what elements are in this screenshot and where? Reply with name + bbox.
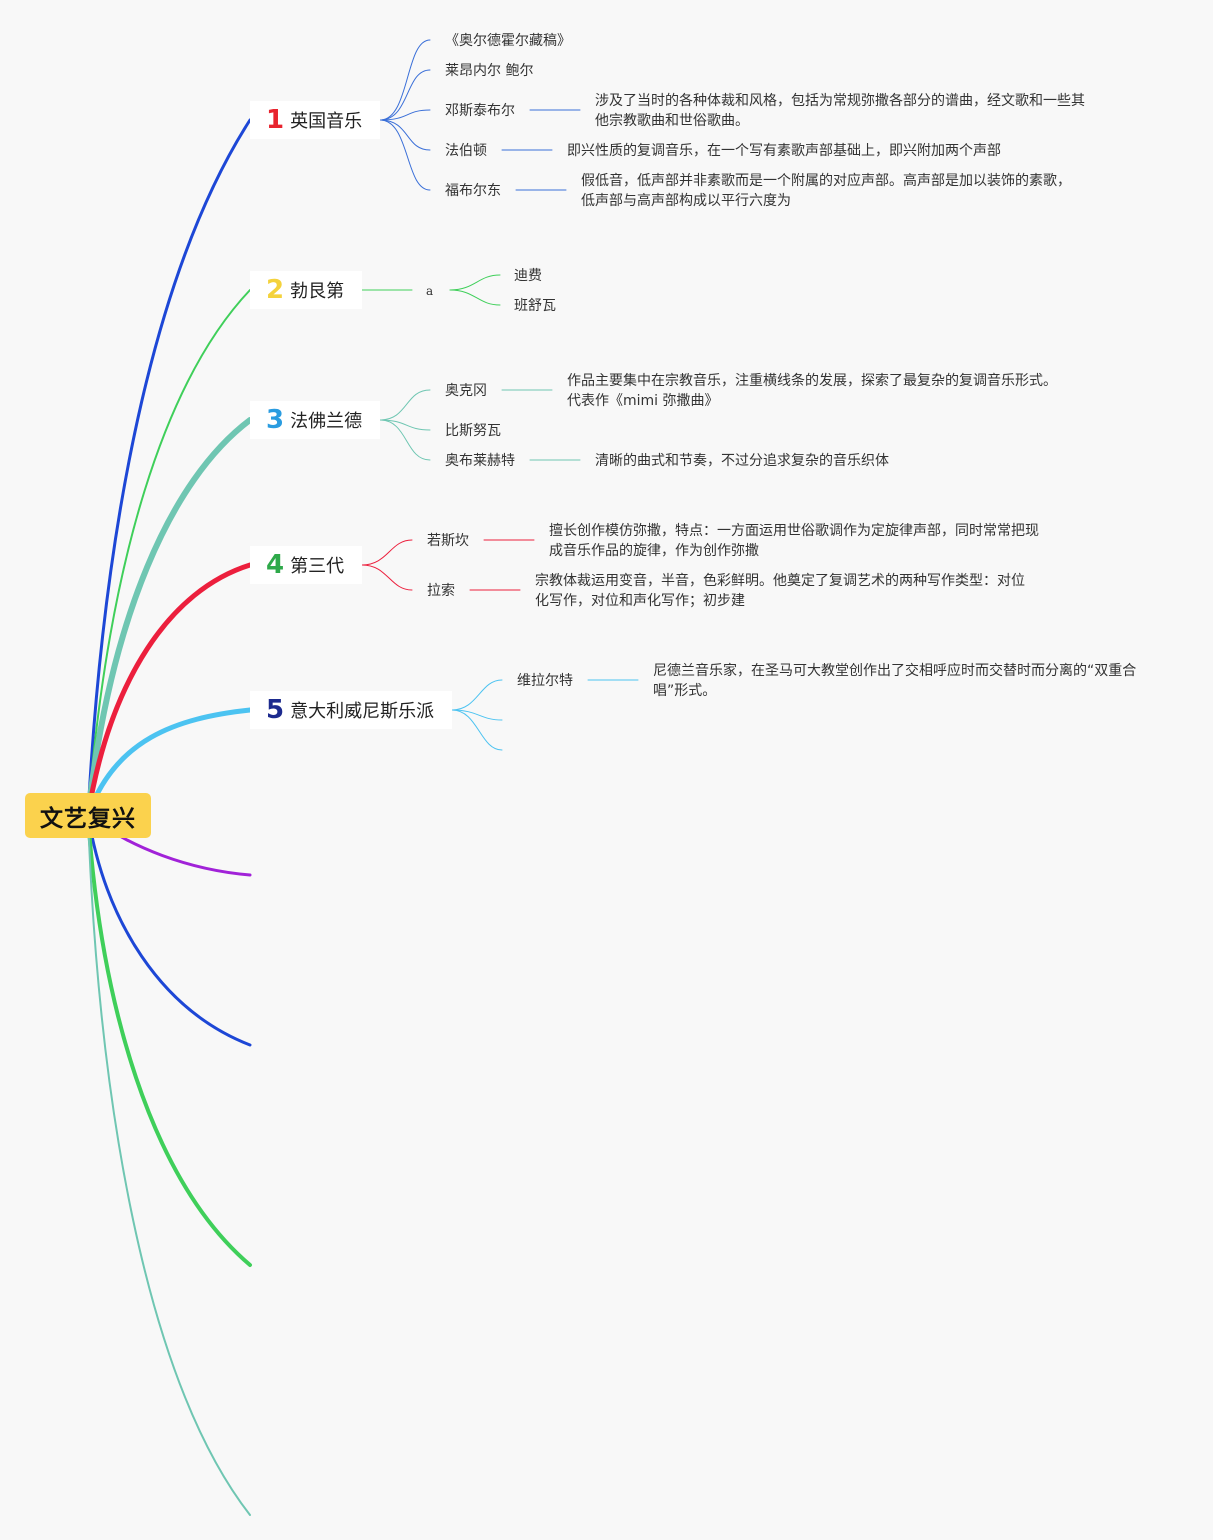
- leaf-node[interactable]: 奥克冈: [445, 383, 487, 399]
- leaf-node[interactable]: 迪费: [514, 268, 542, 284]
- connector-root-branch4: [85, 562, 253, 818]
- connector-root-branch8: [86, 813, 252, 1267]
- branch-node-2[interactable]: 2 勃艮第: [250, 271, 362, 309]
- connector-root-branch9: [87, 814, 251, 1516]
- branch-number-2: 2: [266, 275, 285, 305]
- branch-number-5: 5: [266, 695, 285, 725]
- detail-note[interactable]: 即兴性质的复调音乐，在一个写有素歌声部基础上，即兴附加两个声部: [567, 143, 1001, 159]
- branch-label-4: 第三代: [290, 556, 345, 577]
- connector-root-branch5: [85, 707, 253, 818]
- detail-note[interactable]: 擅长创作模仿弥撒，特点：一方面运用世俗歌调作为定旋律声部，同时常常把现成音乐作品…: [549, 523, 1039, 559]
- detail-note[interactable]: 宗教体裁运用变音，半音，色彩鲜明。他奠定了复调艺术的两种写作类型：对位化写作，对…: [535, 573, 1025, 609]
- leaf-node[interactable]: 《奥尔德霍尔藏稿》: [445, 33, 571, 49]
- detail-note[interactable]: 涉及了当时的各种体裁和风格，包括为常规弥撒各部分的谱曲，经文歌和一些其他宗教歌曲…: [595, 93, 1085, 129]
- branch-number-1: 1: [266, 105, 285, 135]
- branch-number-4: 4: [266, 550, 285, 580]
- detail-note[interactable]: 尼德兰音乐家，在圣马可大教堂创作出了交相呼应时而交替时而分离的“双重合唱”形式。: [653, 663, 1137, 699]
- leaf-node[interactable]: 法伯顿: [445, 143, 487, 159]
- connector-root-branch7: [86, 813, 252, 1047]
- branch-label-1: 英国音乐: [290, 111, 363, 132]
- connector-root-branch1: [86, 118, 252, 817]
- branch-node-3[interactable]: 3 法佛兰德: [250, 401, 380, 439]
- leaf-node[interactable]: 维拉尔特: [517, 673, 573, 689]
- branch-node-1[interactable]: 1 英国音乐: [250, 101, 380, 139]
- branch-node-5[interactable]: 5 意大利威尼斯乐派: [250, 691, 452, 729]
- leaf-node[interactable]: 福布尔东: [445, 183, 501, 199]
- leaf-node[interactable]: 奥布莱赫特: [445, 453, 515, 469]
- leaf-node[interactable]: 班舒瓦: [514, 298, 556, 314]
- detail-note[interactable]: 假低音，低声部并非素歌而是一个附属的对应声部。高声部是加以装饰的素歌，低声部与高…: [581, 173, 1071, 209]
- root-label: 文艺复兴: [40, 805, 136, 832]
- leaf-node[interactable]: 比斯努瓦: [445, 423, 501, 439]
- detail-note[interactable]: 清晰的曲式和节奏，不过分追求复杂的音乐织体: [595, 453, 889, 469]
- connector-root-branch2: [87, 289, 251, 816]
- leaf-node[interactable]: 若斯坎: [427, 533, 469, 549]
- detail-note[interactable]: 作品主要集中在宗教音乐，注重横线条的发展，探索了最复杂的复调音乐形式。代表作《m…: [567, 373, 1057, 409]
- branch-node-4[interactable]: 4 第三代: [250, 546, 362, 584]
- root-node[interactable]: 文艺复兴: [25, 793, 151, 838]
- leaf-node[interactable]: 邓斯泰布尔: [445, 103, 515, 119]
- branch-number-3: 3: [266, 405, 285, 435]
- leaf-node[interactable]: a: [426, 284, 434, 298]
- branch-label-2: 勃艮第: [290, 281, 345, 302]
- leaf-node[interactable]: 拉索: [427, 583, 455, 599]
- leaf-node[interactable]: 莱昂内尔 鲍尔: [445, 63, 534, 79]
- branch-label-5: 意大利威尼斯乐派: [290, 701, 435, 722]
- connector-root-branch3: [85, 417, 253, 818]
- branch-label-3: 法佛兰德: [290, 411, 363, 432]
